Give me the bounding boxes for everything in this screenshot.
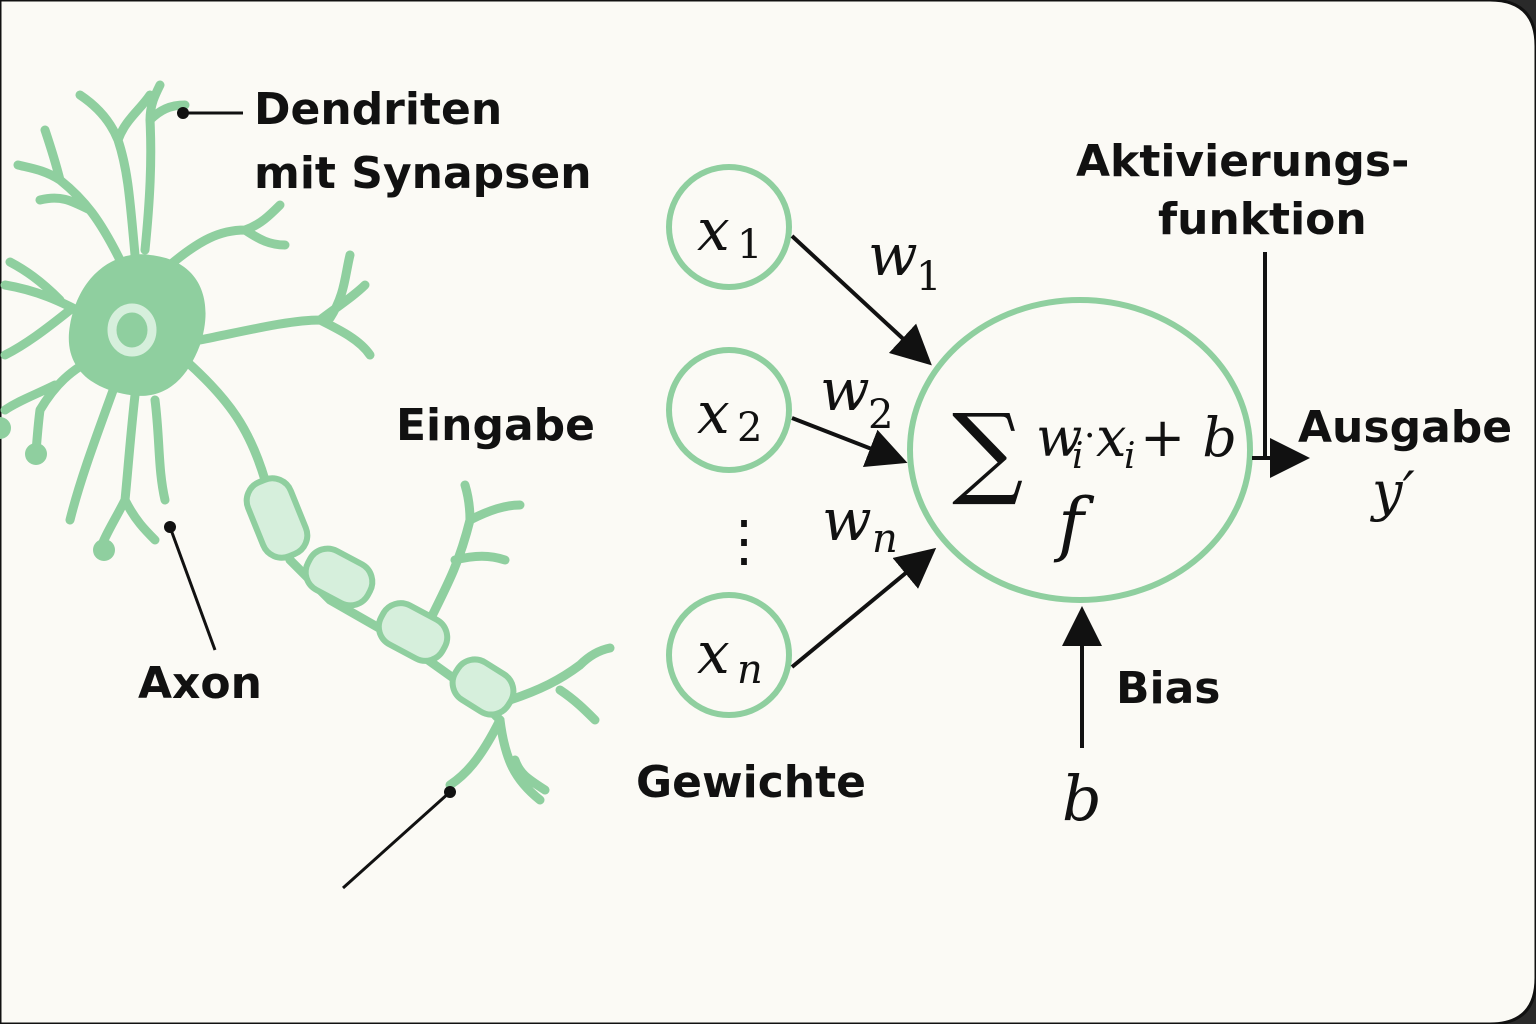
input-nodes: [666, 164, 792, 718]
weight-index-2: 2: [868, 392, 893, 438]
label-output: Ausgabe: [1298, 402, 1512, 453]
output-symbol: y′: [1370, 460, 1415, 523]
label-bias: Bias: [1116, 663, 1221, 714]
input-node-1: [666, 164, 792, 290]
input-index-2: 2: [737, 405, 762, 451]
myelin-sheath: [243, 475, 517, 718]
weight-symbol-2: w: [820, 356, 870, 424]
weight-symbol-n: w: [822, 486, 872, 554]
neuron-soma: [68, 254, 206, 396]
input-symbol-1: x: [697, 196, 730, 264]
formula-sum-sign: ∑: [952, 392, 1023, 509]
input-index-1: 1: [737, 222, 762, 268]
weight-arrows: [790, 234, 937, 669]
formula-dot: ·: [1084, 416, 1095, 457]
formula-w-index: i: [1072, 436, 1084, 477]
neuron-nucleus: [107, 303, 157, 357]
input-index-n: n: [737, 647, 763, 693]
label-activation-line2: funktion: [1158, 194, 1367, 245]
formula-w: w: [1036, 406, 1082, 469]
label-dendrites-line2: mit Synapsen: [254, 148, 592, 199]
label-activation-line1: Aktivierungs-: [1076, 136, 1409, 187]
input-symbol-2: x: [697, 379, 730, 447]
label-input: Eingabe: [396, 400, 595, 451]
formula-x-index: i: [1124, 436, 1136, 477]
label-dendrites-line1: Dendriten: [254, 84, 502, 135]
summation-node: [907, 297, 1253, 603]
formula-x: x: [1096, 406, 1126, 469]
input-ellipsis: ⋮: [716, 509, 772, 574]
label-weights: Gewichte: [636, 757, 866, 808]
input-symbol-n: x: [697, 619, 730, 687]
formula-plus-b: + b: [1140, 406, 1237, 469]
weight-symbol-1: w: [868, 221, 918, 289]
bias-symbol: b: [1062, 762, 1102, 835]
input-node-2: [666, 347, 792, 473]
weight-index-n: n: [872, 516, 898, 562]
label-axon: Axon: [138, 658, 262, 709]
neuron-pointers: [164, 107, 456, 890]
weight-index-1: 1: [916, 254, 941, 300]
input-node-n: [666, 592, 792, 718]
